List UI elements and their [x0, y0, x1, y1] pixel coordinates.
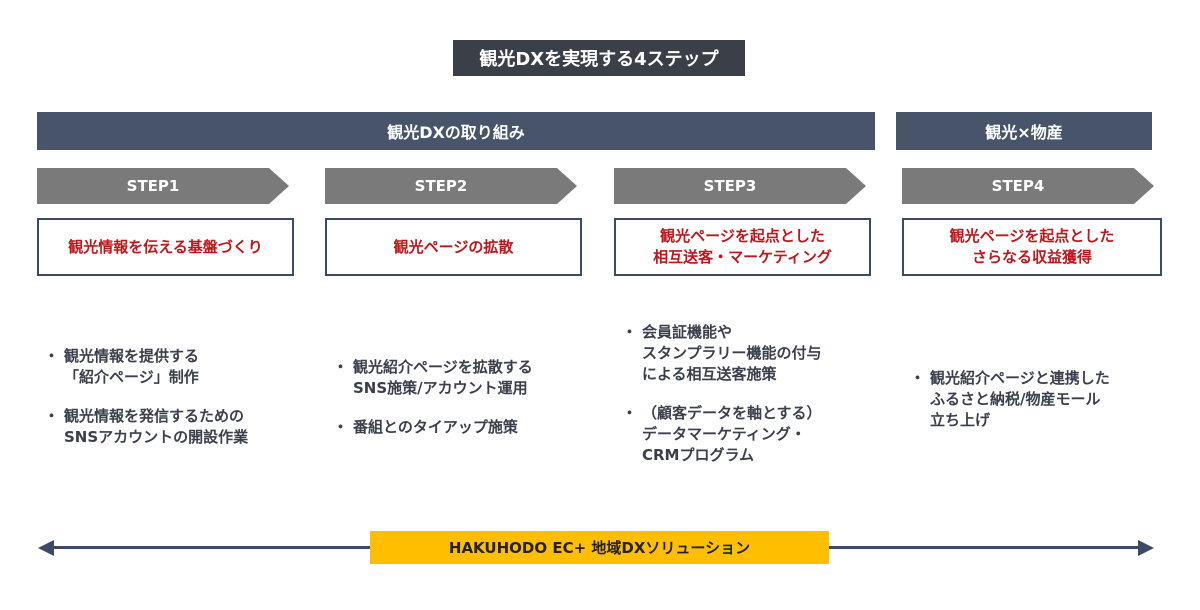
step4-headline-box: 観光ページを起点とした さらなる収益獲得 — [902, 218, 1162, 276]
list-item: ・ 観光紹介ページを拡散する SNS施策/アカウント運用 — [333, 357, 593, 399]
bullet-mark: ・ — [622, 323, 638, 341]
bullet-mark: ・ — [622, 404, 638, 422]
step4-arrow: STEP4 — [902, 168, 1154, 204]
arrow-right-icon — [1138, 540, 1154, 556]
step2-arrow: STEP2 — [325, 168, 577, 204]
bullet-mark: ・ — [44, 347, 60, 365]
diagram-title: 観光DXを実現する4ステップ — [453, 40, 745, 76]
step2-headline: 観光ページの拡散 — [393, 237, 514, 256]
bullet-mark: ・ — [333, 418, 349, 436]
solution-label: HAKUHODO EC+ 地域DXソリューション — [370, 531, 829, 564]
bullet-text: 観光情報を発信するための SNSアカウントの開設作業 — [64, 407, 249, 446]
step3-bullet-list: ・ 会員証機能や スタンプラリー機能の付与 による相互送客施策 ・ （顧客データ… — [622, 322, 892, 484]
bullet-text: 観光情報を提供する 「紹介ページ」制作 — [64, 347, 200, 386]
bullet-text: 観光紹介ページを拡散する SNS施策/アカウント運用 — [353, 358, 533, 397]
dx-initiatives-band: 観光DXの取り組み — [37, 112, 875, 150]
list-item: ・ 観光情報を提供する 「紹介ページ」制作 — [44, 346, 304, 388]
step1-bullet-list: ・ 観光情報を提供する 「紹介ページ」制作 ・ 観光情報を発信するための SNS… — [44, 346, 304, 466]
tourism-products-band: 観光×物産 — [896, 112, 1152, 150]
bullet-mark: ・ — [910, 369, 926, 387]
step1-headline: 観光情報を伝える基盤づくり — [68, 237, 263, 256]
bullet-text: 番組とのタイアップ施策 — [353, 418, 518, 436]
arrow-left-icon — [38, 540, 54, 556]
step2-bullet-list: ・ 観光紹介ページを拡散する SNS施策/アカウント運用 ・ 番組とのタイアップ… — [333, 357, 593, 456]
step2-headline-box: 観光ページの拡散 — [325, 218, 582, 276]
step4-bullet-list: ・ 観光紹介ページと連携した ふるさと納税/物産モール 立ち上げ — [910, 368, 1180, 449]
bullet-mark: ・ — [44, 407, 60, 425]
step4-headline: 観光ページを起点とした さらなる収益獲得 — [949, 227, 1115, 266]
bullet-text: 会員証機能や スタンプラリー機能の付与 による相互送客施策 — [642, 323, 822, 383]
bullet-text: （顧客データを軸とする） データマーケティング・ CRMプログラム — [642, 404, 822, 464]
list-item: ・ 会員証機能や スタンプラリー機能の付与 による相互送客施策 — [622, 322, 892, 385]
bullet-text: 観光紹介ページと連携した ふるさと納税/物産モール 立ち上げ — [930, 369, 1110, 429]
list-item: ・ 番組とのタイアップ施策 — [333, 417, 593, 438]
step3-headline: 観光ページを起点とした 相互送客・マーケティング — [653, 227, 832, 266]
list-item: ・ 観光情報を発信するための SNSアカウントの開設作業 — [44, 406, 304, 448]
list-item: ・ （顧客データを軸とする） データマーケティング・ CRMプログラム — [622, 403, 892, 466]
list-item: ・ 観光紹介ページと連携した ふるさと納税/物産モール 立ち上げ — [910, 368, 1180, 431]
step3-arrow: STEP3 — [614, 168, 866, 204]
step1-headline-box: 観光情報を伝える基盤づくり — [37, 218, 294, 276]
step1-arrow: STEP1 — [37, 168, 289, 204]
bullet-mark: ・ — [333, 358, 349, 376]
step3-headline-box: 観光ページを起点とした 相互送客・マーケティング — [614, 218, 871, 276]
